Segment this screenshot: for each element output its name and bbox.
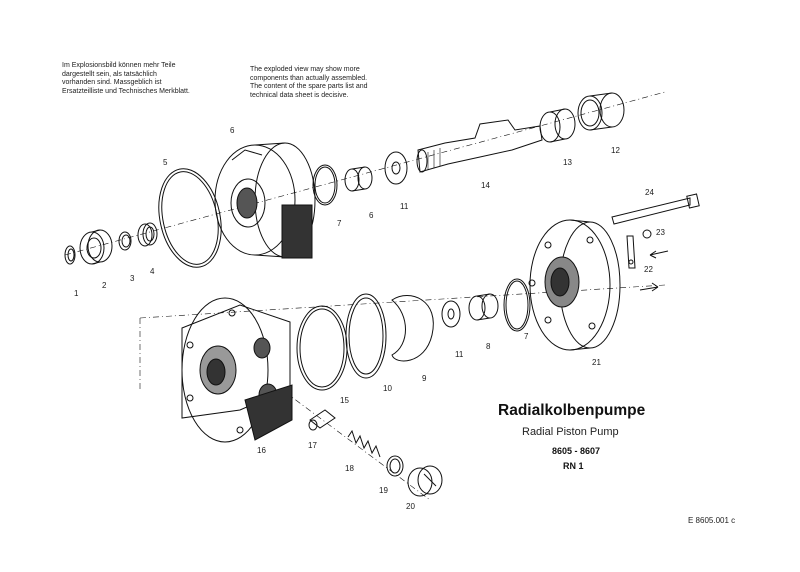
label-part-18: 18 — [345, 464, 354, 473]
part-8-needle-bearing-upper — [344, 166, 373, 192]
part-11-washer-upper — [384, 151, 408, 185]
part-11-washer-lower — [441, 300, 461, 328]
part-18-spring — [347, 429, 381, 458]
label-part-21: 21 — [592, 358, 601, 367]
part-15-o-ring — [296, 305, 348, 391]
label-part-4: 4 — [150, 267, 155, 276]
part-14-shaft — [416, 119, 543, 173]
label-part-23: 23 — [656, 228, 665, 237]
label-part-13: 13 — [563, 158, 572, 167]
part-9-cam-ring — [391, 295, 434, 362]
part-12-sleeve — [577, 92, 625, 131]
label-part-2: 2 — [102, 281, 107, 290]
label-part-8-lower: 8 — [486, 342, 491, 351]
label-part-3: 3 — [130, 274, 135, 283]
label-part-20: 20 — [406, 502, 415, 511]
part-17-sleeve — [308, 409, 336, 431]
part-6-housing-cover — [214, 142, 316, 259]
model-numbers: 8605 - 8607 — [552, 446, 601, 456]
label-part-6-cover: 6 — [230, 126, 235, 135]
label-part-11-lower: 11 — [455, 350, 464, 359]
revision-number: RN 1 — [563, 461, 584, 471]
part-22-bracket — [626, 235, 636, 269]
part-20-plug — [407, 465, 443, 497]
label-part-11-upper: 11 — [400, 202, 409, 211]
title-english: Radial Piston Pump — [522, 426, 619, 438]
part-16-main-housing — [181, 297, 293, 443]
note-german: Im Explosionsbild können mehr Teile darg… — [62, 62, 190, 95]
label-part-7-lower: 7 — [524, 332, 529, 341]
part-2-bearing — [79, 229, 113, 265]
part-10-ring — [345, 293, 387, 379]
title-german: Radialkolbenpumpe — [498, 402, 646, 419]
part-1-snap-ring — [64, 245, 76, 265]
part-23-nut — [642, 229, 652, 239]
label-part-5: 5 — [163, 158, 168, 167]
label-part-22: 22 — [644, 265, 653, 274]
note-english: The exploded view may show more componen… — [250, 66, 368, 99]
label-part-10: 10 — [383, 384, 392, 393]
label-part-24: 24 — [645, 188, 654, 197]
label-part-7-upper: 7 — [337, 219, 342, 228]
label-part-9: 9 — [422, 374, 427, 383]
label-part-1: 1 — [74, 289, 79, 298]
flow-arrows — [639, 250, 669, 292]
part-21-end-housing — [528, 219, 621, 351]
label-part-15: 15 — [340, 396, 349, 405]
label-part-14: 14 — [481, 181, 490, 190]
part-3-ring — [118, 231, 132, 251]
label-part-17: 17 — [308, 441, 317, 450]
part-8-needle-bearing-lower — [468, 293, 499, 321]
part-19-washer — [386, 455, 404, 477]
document-number: E 8605.001 c — [688, 516, 736, 525]
label-part-12: 12 — [611, 146, 620, 155]
label-part-16: 16 — [257, 446, 266, 455]
part-7-o-ring-lower — [503, 278, 531, 332]
part-number-labels: 1 2 3 4 5 6 7 6 11 14 13 12 24 23 22 21 … — [74, 126, 665, 511]
part-13-sleeve — [539, 108, 576, 143]
label-part-19: 19 — [379, 486, 388, 495]
part-24-bolt — [611, 193, 700, 225]
part-7-o-ring-upper — [312, 164, 338, 206]
part-4-seal — [137, 222, 158, 247]
label-part-6-small: 6 — [369, 211, 374, 220]
